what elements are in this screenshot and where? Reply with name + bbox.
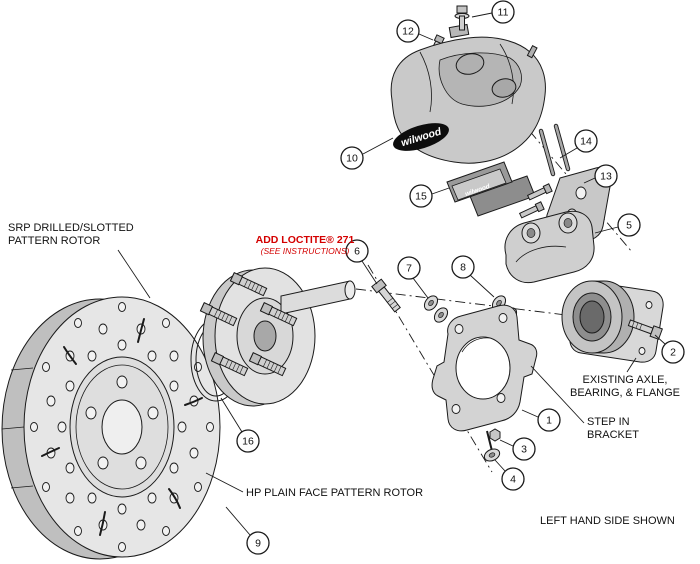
callout-11: 11 [491, 0, 515, 24]
caliper-logo: wilwood [393, 123, 449, 151]
banjo-bolt [454, 5, 470, 31]
callout-6: 6 [345, 239, 369, 263]
axle-shaft-end [344, 280, 356, 300]
bracket-fastener [481, 428, 503, 464]
svg-text:6: 6 [354, 246, 360, 258]
bleed-screw [526, 44, 538, 59]
flange-bolt [627, 319, 663, 340]
label-axle-line2: BEARING, & FLANGE [570, 387, 680, 399]
main-bracket [431, 304, 538, 432]
hub-assembly [199, 267, 356, 407]
svg-text:2: 2 [670, 347, 676, 359]
mount-bolt [371, 278, 401, 313]
rotor-hat [69, 356, 175, 498]
axle-flange [561, 280, 664, 363]
svg-text:1: 1 [546, 415, 552, 427]
piston-bore [491, 78, 517, 98]
callout-7: 7 [397, 256, 421, 280]
callout-4: 4 [501, 467, 525, 491]
svg-text:7: 7 [406, 263, 412, 275]
label-side-note: LEFT HAND SIDE SHOWN [540, 515, 675, 527]
label-loctite: ADD LOCTITE® 271 [256, 234, 355, 246]
svg-text:10: 10 [346, 153, 358, 165]
label-step-line2: BRACKET [587, 429, 639, 441]
callout-13: 13 [594, 164, 618, 188]
svg-text:11: 11 [498, 7, 509, 19]
svg-text:15: 15 [415, 191, 427, 203]
callout-15: 15 [409, 184, 433, 208]
washer-pair-7 [421, 292, 451, 326]
caliper: wilwood [390, 5, 546, 164]
callout-2: 2 [661, 340, 685, 364]
callout-9: 9 [246, 531, 270, 555]
svg-text:5: 5 [626, 220, 632, 232]
label-loctite-sub: (SEE INSTRUCTIONS) [261, 246, 350, 256]
label-axle-line1: EXISTING AXLE, [583, 374, 668, 386]
svg-text:4: 4 [510, 474, 516, 486]
pad-friction [451, 168, 507, 201]
bracket-bolt [518, 201, 545, 219]
svg-text:12: 12 [402, 26, 414, 38]
bracket-bolt [526, 183, 553, 201]
callout-5: 5 [617, 213, 641, 237]
callout-8: 8 [451, 255, 475, 279]
label-step-line1: STEP IN [587, 416, 630, 428]
callout-16: 16 [236, 429, 260, 453]
leader-lines [117, 12, 666, 536]
callout-10: 10 [340, 146, 364, 170]
bracket-nut [489, 428, 501, 442]
callout-12: 12 [396, 19, 420, 43]
rotor-drilled-slotted [1, 296, 221, 560]
svg-text:14: 14 [580, 136, 592, 148]
svg-text:3: 3 [521, 444, 527, 456]
rotor-slots [41, 318, 203, 536]
label-hp-rotor: HP PLAIN FACE PATTERN ROTOR [246, 487, 423, 499]
callout-14: 14 [574, 129, 598, 153]
svg-text:8: 8 [460, 262, 466, 274]
callout-1: 1 [537, 408, 561, 432]
svg-text:16: 16 [242, 436, 254, 448]
rotor-drill-holes [30, 302, 214, 552]
caliper-mount-bracket [504, 210, 595, 284]
piston-bore [455, 53, 485, 75]
pad-pins [538, 123, 571, 177]
callout-3: 3 [512, 437, 536, 461]
brake-pads: wilwood [446, 161, 536, 217]
svg-text:13: 13 [600, 171, 612, 183]
label-srp-rotor-line1: SRP DRILLED/SLOTTED [8, 222, 134, 234]
label-srp-rotor-line2: PATTERN ROTOR [8, 235, 100, 247]
centerline-axle [355, 288, 575, 317]
svg-text:9: 9 [255, 538, 261, 550]
